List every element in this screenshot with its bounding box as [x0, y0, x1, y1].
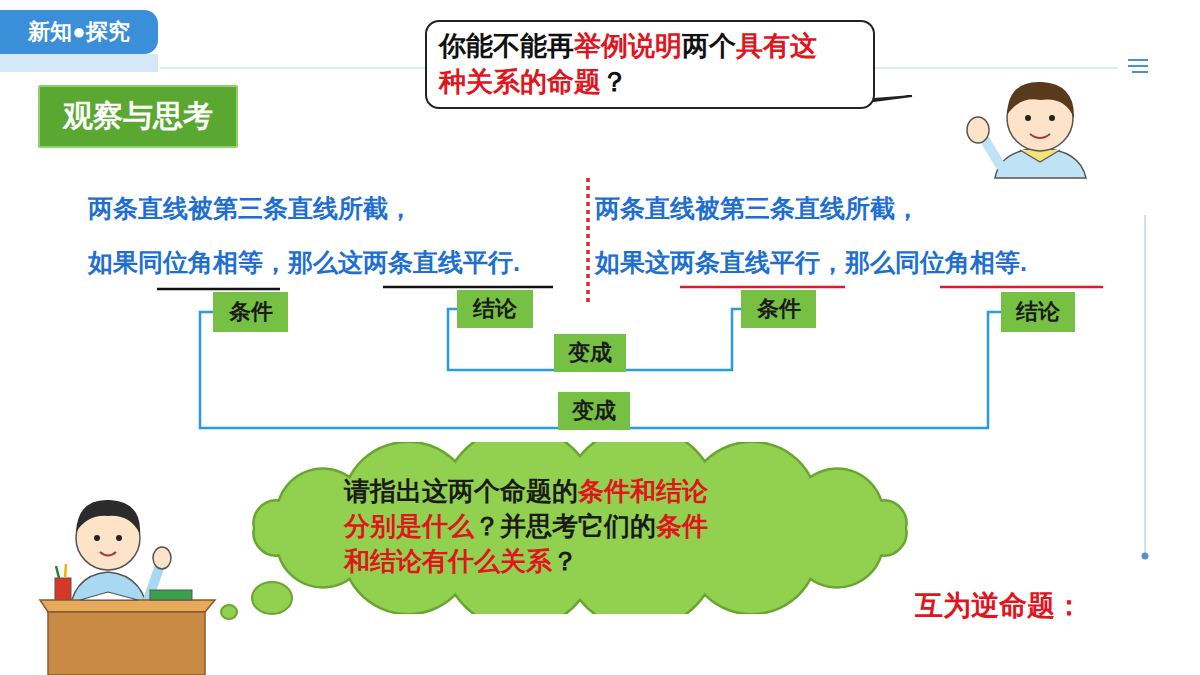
divider-line	[586, 178, 590, 302]
conclusion-box: 结论	[457, 290, 533, 328]
teacher-figure	[967, 82, 1086, 178]
heading-box: 观察与思考	[38, 85, 238, 148]
condition-box: 条件	[741, 290, 816, 328]
underline	[157, 288, 280, 291]
cloud-shape	[254, 442, 907, 614]
cloud-puff	[221, 605, 237, 619]
section-tab: 新知●探究	[0, 10, 158, 54]
node-text: 条件	[757, 294, 801, 324]
statement-line: 两条直线被第三条直线所截，	[595, 192, 920, 225]
node-text: 结论	[1016, 297, 1060, 327]
side-dot	[1142, 553, 1149, 560]
cloud-puff	[252, 582, 292, 614]
node-text: 观察与思考	[63, 96, 213, 137]
node-text: 请指出这两个命题的条件和结论 分别是什么？并思考它们的条件 和结论有什么关系？	[344, 474, 736, 579]
side-rule	[1144, 215, 1146, 553]
underline	[940, 286, 1103, 289]
statement-line: 如果这两条直线平行，那么同位角相等.	[595, 246, 1027, 279]
relation-note: 互为逆命题：	[915, 588, 1083, 624]
thought-cloud: 请指出这两个命题的条件和结论 分别是什么？并思考它们的条件 和结论有什么关系？	[240, 442, 920, 614]
node-text: 结论	[473, 294, 517, 324]
condition-box: 条件	[213, 292, 288, 332]
underline	[383, 286, 553, 289]
node-text: 你能不能再举例说明两个具有这 种关系的命题？	[439, 28, 839, 101]
edge-label: 变成	[554, 334, 626, 372]
underline	[680, 286, 845, 289]
conclusion-box: 结论	[1001, 292, 1075, 332]
node-text: 条件	[229, 297, 273, 327]
statement-line: 两条直线被第三条直线所截，	[88, 192, 413, 225]
node-text: 新知●探究	[28, 17, 129, 47]
statement-line: 如果同位角相等，那么这两条直线平行.	[88, 246, 520, 279]
speech-bubble: 你能不能再举例说明两个具有这 种关系的命题？	[425, 20, 875, 109]
edge-label: 变成	[558, 392, 630, 430]
menu-icon	[1128, 60, 1148, 72]
student-figure	[40, 500, 215, 675]
tab-bar	[0, 54, 158, 72]
